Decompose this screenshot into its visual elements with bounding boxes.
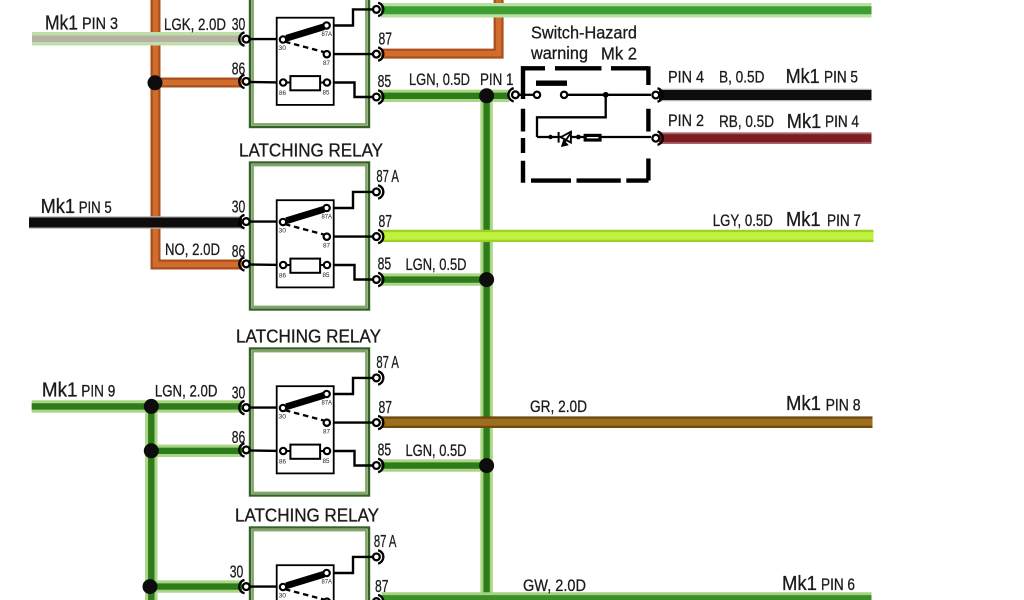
svg-text:Mk1: Mk1 xyxy=(41,196,76,218)
svg-text:86: 86 xyxy=(232,241,246,261)
svg-text:Mk1: Mk1 xyxy=(786,393,821,415)
svg-text:LGN, 0.5D: LGN, 0.5D xyxy=(406,255,467,274)
svg-text:30: 30 xyxy=(232,14,246,34)
svg-text:NO, 2.0D: NO, 2.0D xyxy=(165,240,220,259)
svg-text:LGY, 0.5D: LGY, 0.5D xyxy=(713,211,773,230)
svg-text:Mk1: Mk1 xyxy=(45,12,78,34)
svg-text:PIN 4: PIN 4 xyxy=(668,69,704,87)
svg-text:30: 30 xyxy=(232,382,246,402)
svg-text:PIN 5: PIN 5 xyxy=(79,199,112,217)
svg-text:85: 85 xyxy=(378,440,392,460)
svg-text:Mk1: Mk1 xyxy=(787,111,822,133)
svg-text:87: 87 xyxy=(375,576,389,596)
svg-text:PIN 8: PIN 8 xyxy=(826,397,861,415)
svg-text:PIN 5: PIN 5 xyxy=(824,69,858,87)
svg-text:LATCHING RELAY: LATCHING RELAY xyxy=(236,327,381,347)
svg-text:LGK, 2.0D: LGK, 2.0D xyxy=(164,15,226,34)
svg-text:87: 87 xyxy=(379,29,393,49)
svg-text:85: 85 xyxy=(378,254,392,274)
svg-text:GW, 2.0D: GW, 2.0D xyxy=(523,576,586,595)
svg-text:PIN 4: PIN 4 xyxy=(825,113,859,131)
svg-text:Mk1: Mk1 xyxy=(782,573,817,595)
svg-text:30: 30 xyxy=(232,196,246,216)
svg-text:Mk1: Mk1 xyxy=(42,380,78,402)
svg-text:87 A: 87 A xyxy=(376,166,399,186)
svg-text:PIN 6: PIN 6 xyxy=(821,576,855,594)
svg-text:PIN 9: PIN 9 xyxy=(81,383,115,401)
svg-text:Mk1: Mk1 xyxy=(786,66,820,88)
svg-text:87: 87 xyxy=(379,211,393,231)
svg-text:PIN 3: PIN 3 xyxy=(82,15,118,33)
svg-text:87 A: 87 A xyxy=(376,352,399,372)
svg-text:LGN, 2.0D: LGN, 2.0D xyxy=(155,382,218,401)
svg-text:PIN 2: PIN 2 xyxy=(668,112,704,130)
svg-text:30: 30 xyxy=(230,561,244,581)
svg-text:PIN 7: PIN 7 xyxy=(827,212,861,230)
svg-text:warning: warning xyxy=(530,43,588,63)
svg-text:87 A: 87 A xyxy=(374,531,397,551)
svg-text:87: 87 xyxy=(379,397,393,417)
svg-text:GR, 2.0D: GR, 2.0D xyxy=(530,397,587,416)
svg-text:LATCHING RELAY: LATCHING RELAY xyxy=(239,141,383,161)
svg-text:PIN 1: PIN 1 xyxy=(480,71,514,89)
svg-text:86: 86 xyxy=(232,427,246,447)
svg-text:LATCHING RELAY: LATCHING RELAY xyxy=(235,506,379,526)
svg-text:Switch-Hazard: Switch-Hazard xyxy=(531,23,637,43)
svg-text:LGN, 0.5D: LGN, 0.5D xyxy=(406,441,467,460)
svg-text:RB, 0.5D: RB, 0.5D xyxy=(719,112,774,131)
svg-text:Mk1: Mk1 xyxy=(786,209,821,231)
svg-text:Mk 2: Mk 2 xyxy=(601,44,637,64)
svg-text:LGN, 0.5D: LGN, 0.5D xyxy=(409,70,470,89)
svg-text:85: 85 xyxy=(378,71,392,91)
svg-text:B, 0.5D: B, 0.5D xyxy=(719,68,765,87)
svg-text:86: 86 xyxy=(232,59,246,79)
